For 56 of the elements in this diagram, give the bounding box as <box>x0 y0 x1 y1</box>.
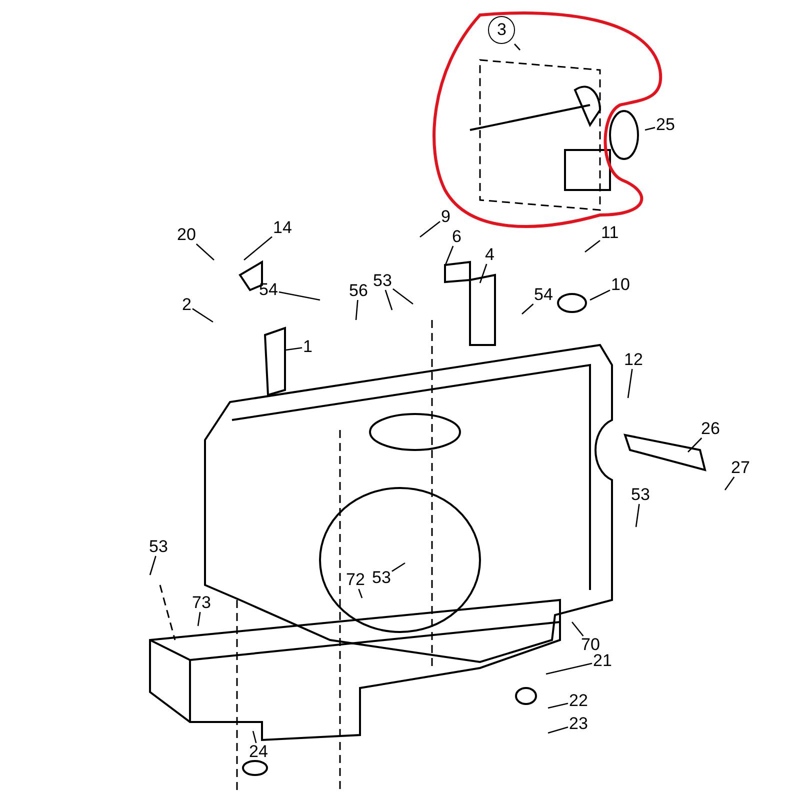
leader-line <box>724 476 735 490</box>
callout-number: 14 <box>272 219 293 237</box>
leader-line <box>444 246 454 266</box>
callout-number: 2 <box>181 296 192 314</box>
callout-number: 23 <box>568 715 589 733</box>
callout-number: 53 <box>372 272 393 290</box>
callout-number: 56 <box>348 282 369 300</box>
leader-line <box>252 730 257 744</box>
callout-number: 12 <box>623 351 644 369</box>
callout-number: 53 <box>630 486 651 504</box>
callout-number: 21 <box>592 652 613 670</box>
callout-number: 70 <box>580 636 601 654</box>
leader-line <box>197 612 201 626</box>
leader-line <box>358 588 363 598</box>
leader-line <box>392 562 406 572</box>
leader-line <box>688 438 702 452</box>
leader-line <box>278 291 320 301</box>
callout-number: 53 <box>371 569 392 587</box>
callout-number: 11 <box>600 224 620 242</box>
leader-line <box>514 44 520 50</box>
leader-line <box>286 347 302 351</box>
leader-line <box>196 244 214 260</box>
callout-number: 1 <box>302 338 314 356</box>
leader-line <box>149 556 156 576</box>
leader-line <box>244 236 272 260</box>
callout-number: 72 <box>345 571 366 589</box>
leader-line <box>192 308 214 323</box>
leader-line <box>627 368 633 398</box>
leader-line <box>635 504 640 528</box>
callout-number: 3 <box>488 16 516 44</box>
leader-line <box>584 240 600 253</box>
leader-line <box>572 622 584 636</box>
leader-line <box>420 220 440 238</box>
leader-line <box>546 662 592 675</box>
callout-number: 4 <box>484 246 496 264</box>
leader-line <box>479 264 488 284</box>
callout-number: 54 <box>533 286 554 304</box>
callout-number: 10 <box>610 276 631 294</box>
leader-line <box>384 290 393 310</box>
leader-line <box>548 702 568 709</box>
leader-line <box>548 726 568 734</box>
callout-number: 20 <box>176 226 197 244</box>
leader-line <box>644 126 656 131</box>
callout-number: 9 <box>440 208 452 226</box>
callout-number: 24 <box>248 743 269 761</box>
leader-line <box>522 304 534 314</box>
leader-line <box>392 288 414 305</box>
leader-line <box>355 300 358 320</box>
callout-number: 27 <box>730 459 751 477</box>
callout-number: 53 <box>148 538 169 556</box>
callout-number: 22 <box>568 692 589 710</box>
callout-number: 25 <box>655 116 676 134</box>
callout-number: 26 <box>700 420 721 438</box>
leader-line <box>590 290 610 301</box>
callout-number: 73 <box>191 594 212 612</box>
callout-number: 6 <box>451 228 462 246</box>
